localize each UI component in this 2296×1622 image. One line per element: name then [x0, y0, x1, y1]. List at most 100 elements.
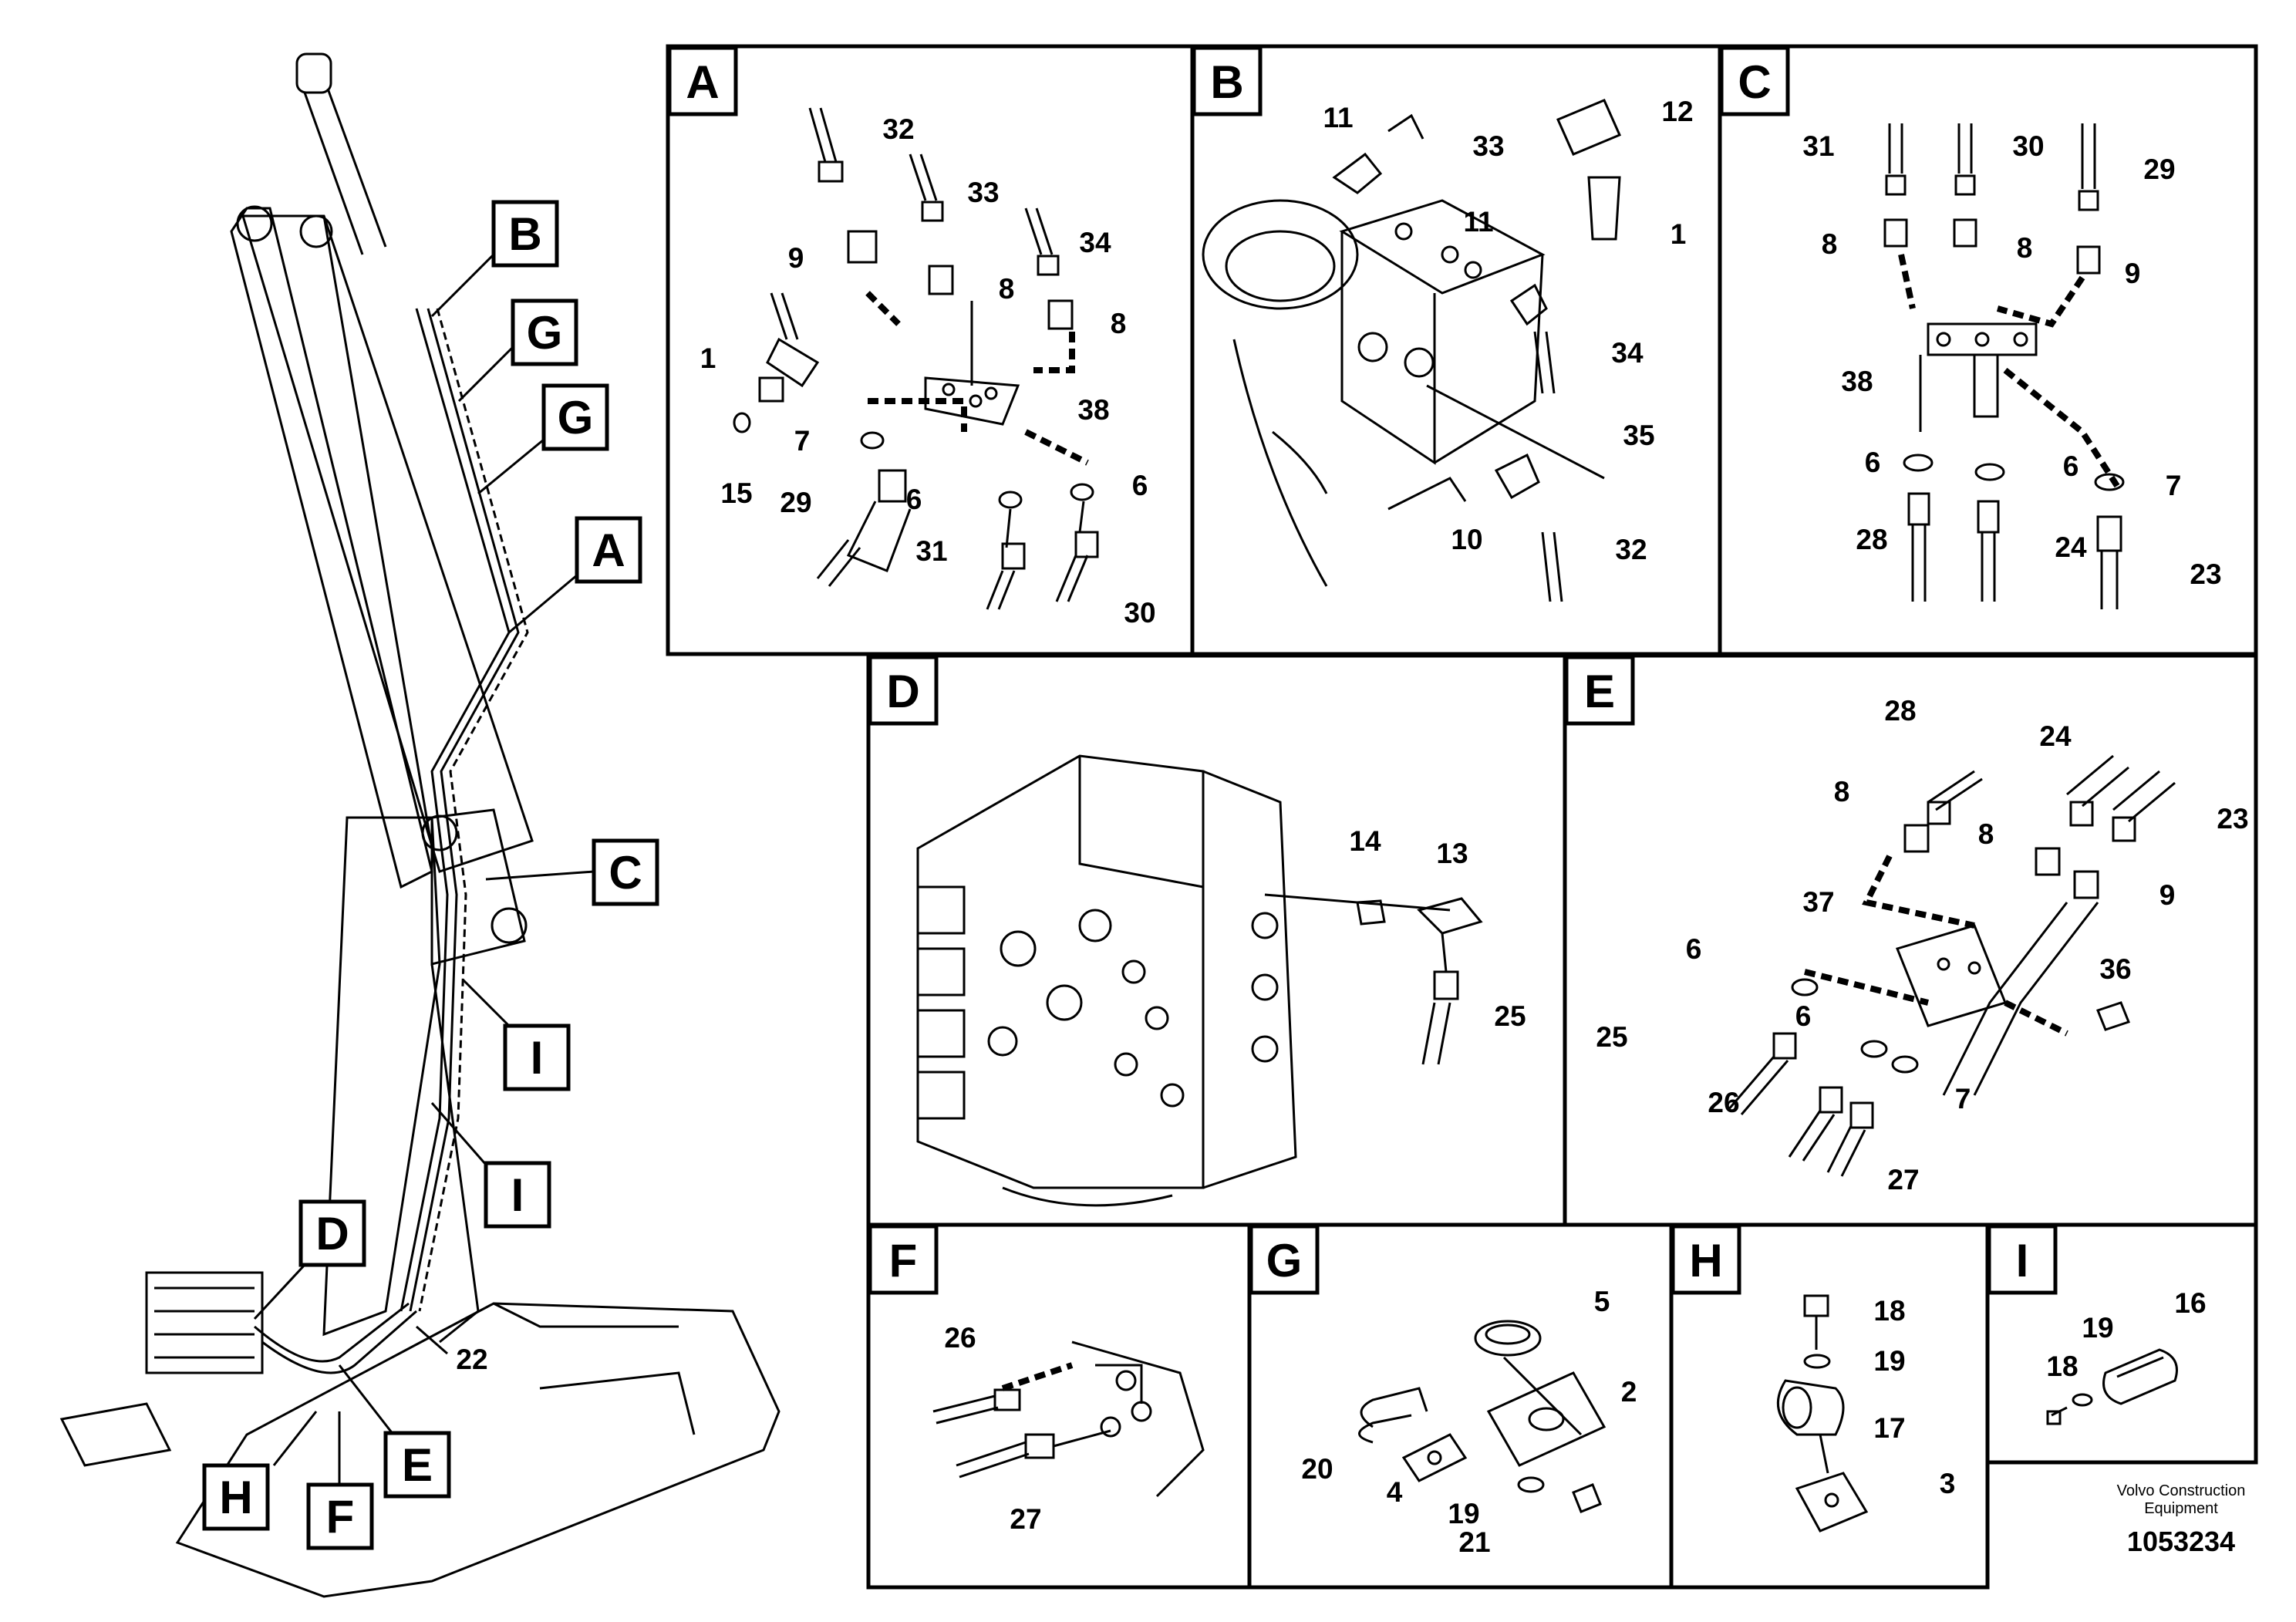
part-number-label: 8 [2016, 232, 2033, 264]
part-number-label: 19 [2082, 1312, 2114, 1344]
part-number-label: 36 [2099, 953, 2132, 985]
part-number-label: 19 [1448, 1498, 1480, 1529]
panel-d-label: D [868, 655, 939, 726]
part-number-label: 23 [2190, 558, 2222, 590]
part-number-label: 2 [1620, 1376, 1637, 1408]
part-number-label: 37 [1802, 886, 1835, 918]
part-number-label: 6 [1131, 470, 1148, 501]
part-number-label: 7 [794, 425, 811, 457]
part-number-label: 17 [1873, 1412, 1906, 1444]
part-number-label: 31 [915, 535, 948, 567]
part-number-label: 9 [787, 242, 804, 274]
part-number-label: 10 [1451, 524, 1483, 555]
panel-g-drawing [1358, 1320, 1607, 1513]
part-number-label: 26 [944, 1322, 976, 1354]
svg-text:H: H [1689, 1235, 1722, 1286]
part-number-label: 18 [1873, 1295, 1906, 1327]
svg-text:D: D [886, 666, 919, 717]
brand-line-1: Volvo Construction [2116, 1482, 2246, 1499]
part-number-label: 24 [2055, 531, 2087, 563]
part-number-label: 23 [2217, 803, 2249, 835]
callout-d: D [253, 1199, 366, 1320]
part-number-label: 11 [1463, 206, 1494, 238]
svg-text:B: B [1210, 56, 1243, 108]
part-number-label: 6 [1685, 933, 1702, 965]
callout-c: C [485, 838, 659, 906]
part-number-label: 11 [1323, 102, 1354, 133]
part-number-label: 34 [1079, 227, 1111, 258]
panel-b-label: B [1192, 46, 1263, 116]
brand-line-2: Equipment [2144, 1500, 2218, 1517]
panel-f-drawing [932, 1340, 1205, 1498]
part-number-label: 1 [700, 342, 716, 374]
part-number-label: 9 [2159, 879, 2176, 911]
part-number-label: 1 [1670, 218, 1687, 250]
part-number-label: 30 [1124, 597, 1156, 629]
part-number-label: 30 [2012, 130, 2045, 162]
svg-text:F: F [889, 1235, 918, 1286]
part-number-label: 6 [2062, 450, 2079, 482]
svg-text:E: E [1584, 666, 1615, 717]
part-number-label: 15 [720, 477, 753, 509]
part-number-label: 6 [1795, 1000, 1812, 1032]
part-number-label: 18 [2046, 1351, 2079, 1382]
part-number-label: 19 [1873, 1345, 1906, 1377]
doc-number: 1053234 [2126, 1526, 2236, 1557]
brand-block: Volvo Construction Equipment [2096, 1482, 2266, 1518]
part-number-label: 6 [905, 484, 922, 515]
part-number-label: 7 [2165, 470, 2182, 501]
part-number-label: 14 [1349, 825, 1381, 857]
panel-i-frame [1985, 1222, 2258, 1465]
callout-b: B [430, 200, 559, 318]
part-number-label: 31 [1802, 130, 1835, 162]
callout-e: E [338, 1364, 451, 1499]
part-number-label: 29 [780, 487, 812, 518]
panel-e-label: E [1564, 655, 1635, 726]
overview-callouts: B G G A C I I [202, 200, 659, 1550]
panel-g-label: G [1249, 1224, 1320, 1295]
panel-c-drawing [1883, 123, 2125, 609]
panel-d-frame [866, 653, 1567, 1227]
panel-f-label: F [868, 1224, 939, 1295]
svg-text:I: I [2016, 1235, 2029, 1286]
part-number-label: 21 [1458, 1526, 1491, 1558]
part-number-label: 8 [1110, 308, 1127, 339]
part-number-label: 38 [1077, 394, 1110, 426]
part-number-label: 8 [1977, 818, 1994, 850]
callout-h: H [202, 1411, 318, 1531]
svg-text:D: D [315, 1208, 349, 1259]
panel-d-drawing [916, 754, 1483, 1207]
part-number-label: 32 [882, 113, 915, 145]
part-number-label: 3 [1939, 1468, 1956, 1499]
part-number-label: 32 [1615, 534, 1647, 565]
part-number-label: 33 [967, 177, 1000, 208]
panel-i-drawing [2046, 1348, 2178, 1425]
svg-text:22: 22 [456, 1344, 487, 1375]
callout-f: F [306, 1411, 374, 1550]
panel-h-label: H [1671, 1224, 1741, 1295]
part-number-label: 8 [1833, 776, 1850, 808]
part-number-label: 25 [1494, 1000, 1526, 1032]
panel-e-drawing [1726, 754, 2176, 1177]
overview-part-22: 22 [416, 1325, 488, 1375]
part-number-label: 16 [2174, 1287, 2207, 1319]
part-number-label: 7 [1954, 1083, 1971, 1114]
svg-text:C: C [609, 847, 642, 899]
part-number-label: 13 [1436, 838, 1468, 869]
part-number-label: 35 [1623, 420, 1655, 451]
svg-text:G: G [558, 392, 594, 443]
part-number-label: 27 [1887, 1164, 1920, 1195]
part-number-label: 4 [1386, 1476, 1403, 1508]
part-number-label: 29 [2143, 153, 2176, 185]
svg-text:I: I [511, 1169, 524, 1221]
svg-text:A: A [686, 56, 719, 108]
svg-text:B: B [508, 208, 541, 260]
part-number-label: 28 [1856, 524, 1888, 555]
svg-text:G: G [1266, 1235, 1303, 1286]
callout-i-lower: I [430, 1102, 551, 1229]
part-number-label: 5 [1593, 1286, 1610, 1317]
panel-letter-boxes: A B C D E F G H I [667, 46, 2058, 1295]
part-number-label: 33 [1472, 130, 1505, 162]
svg-text:E: E [402, 1439, 433, 1491]
panel-a-label: A [667, 46, 738, 116]
